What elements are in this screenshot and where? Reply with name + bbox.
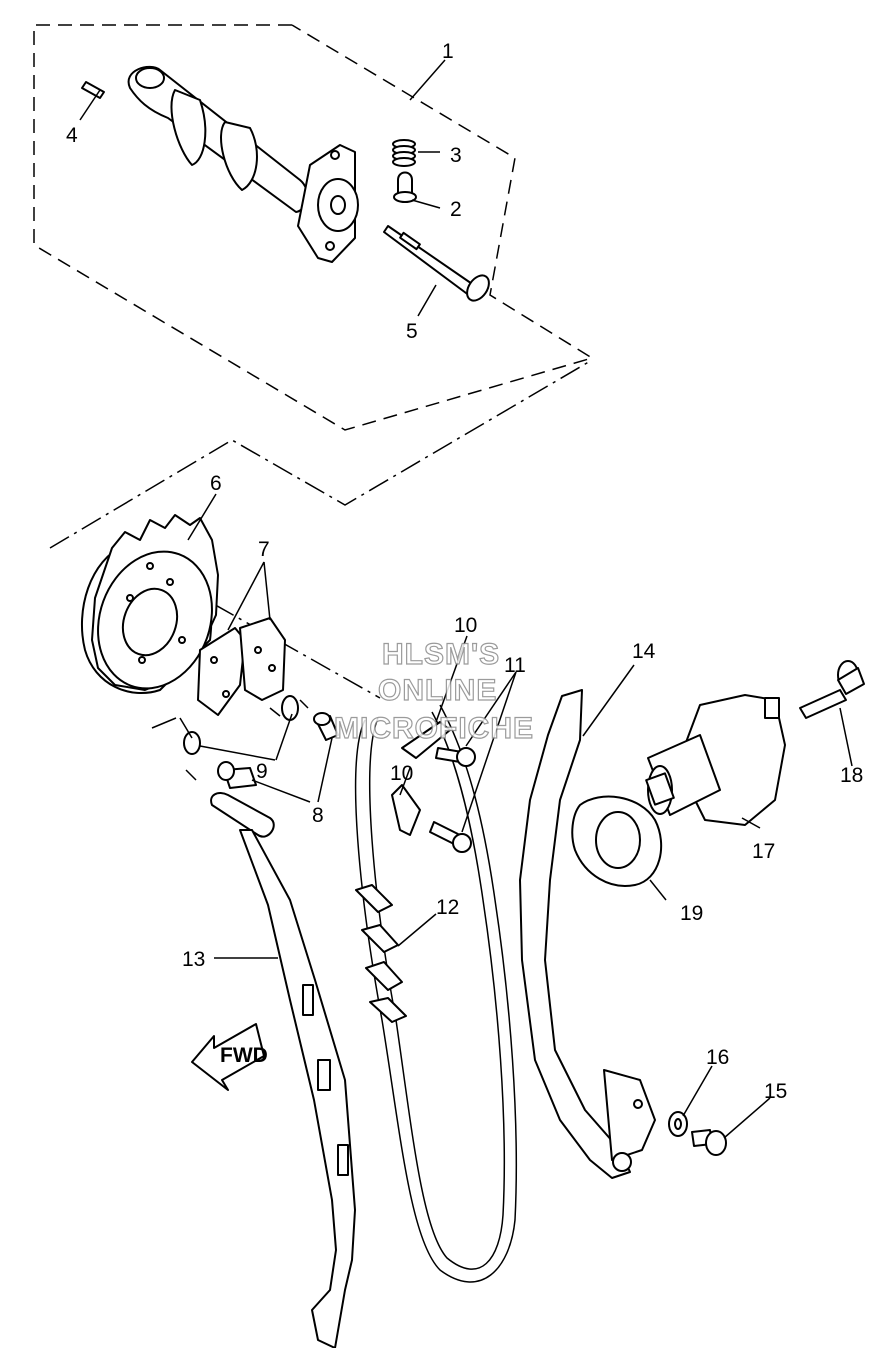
guide-stoppers	[391, 721, 451, 836]
cam-chain	[354, 704, 518, 1283]
callout-18: 18	[840, 764, 863, 787]
dowel-pin	[81, 81, 105, 99]
callout-6: 6	[210, 472, 222, 495]
fwd-label: FWD	[220, 1044, 268, 1067]
callout-10b: 10	[390, 762, 413, 785]
pivot-bolt	[691, 1129, 727, 1156]
stopper-bolts	[429, 747, 476, 853]
assembly-boundary	[33, 24, 594, 431]
callout-17: 17	[752, 840, 775, 863]
cam-sprocket	[81, 514, 219, 695]
tensioner-gasket	[571, 795, 663, 887]
spring-small	[392, 139, 416, 167]
callout-2: 2	[450, 198, 462, 221]
callout-labels: 1 3 2 4 5 6 7 9 8 10 11 10 12 13 14 17 1…	[66, 40, 863, 1103]
watermark-line-3: MICROFICHE	[334, 712, 534, 745]
leader-lines	[79, 59, 853, 1139]
callout-8: 8	[312, 804, 324, 827]
callout-7: 7	[258, 538, 270, 561]
callout-10a: 10	[454, 614, 477, 637]
chain-tensioner	[645, 694, 786, 826]
fwd-arrow: FWD	[191, 1023, 268, 1091]
callout-3: 3	[450, 144, 462, 167]
callout-9: 9	[256, 760, 268, 783]
callout-15: 15	[764, 1080, 787, 1103]
chain-guide-front	[210, 792, 356, 1348]
callout-19: 19	[680, 902, 703, 925]
callout-14: 14	[632, 640, 656, 663]
callout-11: 11	[504, 654, 526, 677]
callout-5: 5	[406, 320, 418, 343]
camshaft	[127, 65, 359, 263]
sprocket-bolts	[217, 712, 339, 789]
callout-13: 13	[182, 948, 205, 971]
watermark: HLSM'S ONLINE MICROFICHE	[333, 637, 534, 745]
callout-1: 1	[442, 40, 454, 63]
decomp-springs	[151, 695, 309, 781]
callout-12: 12	[436, 896, 459, 919]
pivot-washer	[668, 1111, 688, 1137]
watermark-line-2: ONLINE	[378, 674, 497, 707]
watermark-line-1: HLSM'S	[382, 638, 500, 671]
plunger-pin	[393, 171, 417, 203]
tensioner-bolt	[799, 660, 865, 719]
callout-4: 4	[66, 124, 78, 147]
decomp-shaft	[383, 225, 490, 302]
chain-guide-rear	[519, 689, 656, 1179]
callout-16: 16	[706, 1046, 729, 1069]
